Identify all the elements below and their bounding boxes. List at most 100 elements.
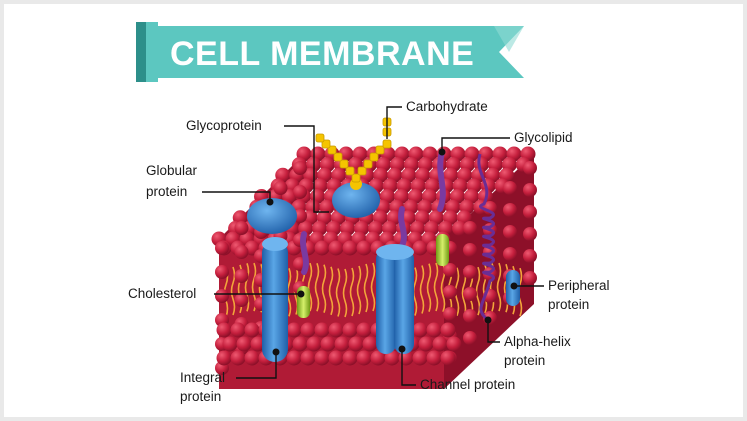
- phospholipid-head: [328, 350, 344, 366]
- phospholipid-head: [523, 205, 537, 219]
- carbohydrate-bead: [369, 152, 379, 162]
- carbohydrate-bead: [321, 139, 331, 149]
- phospholipid-head: [523, 249, 537, 263]
- label-globular-line1: Globular: [146, 163, 198, 178]
- phospholipid-head: [412, 350, 428, 366]
- label-peripheral-line2: protein: [548, 297, 589, 312]
- phospholipid-head: [412, 322, 428, 338]
- lipid-tail: [307, 262, 313, 312]
- carbohydrate-bead: [351, 173, 361, 183]
- lipid-tail: [363, 263, 369, 313]
- phospholipid-head: [463, 243, 477, 257]
- lipid-tail: [419, 265, 425, 314]
- glycolipid-strand: [398, 206, 407, 249]
- phospholipid-head: [370, 350, 386, 366]
- phospholipid-head: [384, 350, 400, 366]
- phospholipid-head: [314, 240, 330, 256]
- leader-dot: [510, 282, 518, 290]
- cell-membrane-diagram: CELL MEMBRANE: [128, 22, 610, 404]
- label-alpha-helix-line1: Alpha-helix: [504, 334, 571, 349]
- leader-dot: [484, 316, 492, 324]
- phospholipid-head: [222, 336, 238, 352]
- cholesterol-molecule: [297, 286, 310, 318]
- phospholipid-head: [293, 185, 307, 199]
- phospholipid-head: [216, 322, 232, 338]
- phospholipid-head: [286, 350, 302, 366]
- phospholipid-head: [328, 322, 344, 338]
- glycoprotein-body: [332, 182, 380, 218]
- lipid-tail: [496, 262, 502, 312]
- phospholipid-head: [244, 350, 260, 366]
- lipid-tail: [230, 266, 236, 316]
- phospholipid-head: [443, 263, 457, 277]
- phospholipid-head: [273, 181, 288, 195]
- bottom-phospholipid-heads: [216, 322, 462, 366]
- carbohydrate-bead: [345, 166, 355, 176]
- phospholipid-head: [443, 307, 457, 321]
- lipid-tail: [314, 262, 320, 312]
- phospholipid-head: [250, 336, 266, 352]
- phospholipid-head: [234, 269, 249, 283]
- phospholipid-head: [320, 336, 336, 352]
- phospholipid-head: [463, 309, 477, 323]
- label-carbohydrate: Carbohydrate: [406, 99, 488, 114]
- label-channel: Channel protein: [420, 377, 515, 392]
- phospholipid-head: [292, 336, 308, 352]
- phospholipid-head: [463, 265, 477, 279]
- lipid-tail: [475, 266, 481, 316]
- label-peripheral-line1: Peripheral: [548, 278, 610, 293]
- phospholipid-head: [503, 247, 517, 261]
- label-glycolipid: Glycolipid: [514, 130, 573, 145]
- phospholipid-head: [300, 322, 316, 338]
- phospholipid-head: [348, 336, 364, 352]
- membrane-illustration: [211, 117, 537, 389]
- carbohydrate-bead: [315, 133, 325, 143]
- phospholipid-head: [356, 322, 372, 338]
- phospholipid-head: [342, 350, 358, 366]
- carbohydrate-bead: [357, 166, 367, 176]
- phospholipid-head: [463, 221, 477, 235]
- label-globular-line2: protein: [146, 184, 187, 199]
- phospholipid-head: [443, 285, 457, 299]
- label-cholesterol: Cholesterol: [128, 286, 196, 301]
- leader-alpha-helix: [487, 320, 500, 343]
- leader-lines: [202, 106, 544, 386]
- leader-integral: [236, 352, 277, 379]
- leader-dot: [398, 345, 406, 353]
- alpha-helix-coil: [477, 153, 495, 322]
- lipid-tail: [244, 263, 250, 312]
- phospholipid-head: [230, 350, 246, 366]
- phospholipid-head: [215, 289, 229, 303]
- phospholipid-head: [463, 287, 477, 301]
- phospholipid-head: [426, 350, 442, 366]
- phospholipid-head: [286, 322, 302, 338]
- glycolipid-strand: [437, 149, 446, 212]
- lipid-tail: [321, 264, 327, 313]
- phospholipid-head: [230, 322, 246, 338]
- phospholipid-head: [440, 350, 456, 366]
- page-title: CELL MEMBRANE: [170, 35, 474, 73]
- diagram-canvas: CELL MEMBRANE: [4, 4, 743, 417]
- lipid-tail: [433, 262, 439, 312]
- title-banner: CELL MEMBRANE: [136, 22, 524, 82]
- globular-protein: [247, 198, 297, 234]
- label-integral-line1: Integral: [180, 370, 225, 385]
- lipid-tail: [349, 267, 355, 317]
- phospholipid-head: [440, 322, 456, 338]
- phospholipid-head: [503, 225, 517, 239]
- carbohydrate-bead: [339, 159, 349, 169]
- phospholipid-head: [334, 336, 350, 352]
- leader-glycoprotein: [284, 125, 329, 213]
- lipid-tail: [335, 268, 341, 317]
- carbohydrate-bead: [375, 145, 385, 155]
- phospholipid-head: [432, 336, 448, 352]
- phospholipid-head: [293, 161, 307, 175]
- phospholipid-head: [418, 336, 434, 352]
- lipid-tail: [426, 263, 432, 312]
- phospholipid-head: [300, 350, 316, 366]
- carbohydrate-bead: [382, 139, 392, 149]
- label-alpha-helix-line2: protein: [504, 353, 545, 368]
- integral-protein: [262, 240, 288, 362]
- phospholipid-head: [426, 322, 442, 338]
- phospholipid-head: [356, 350, 372, 366]
